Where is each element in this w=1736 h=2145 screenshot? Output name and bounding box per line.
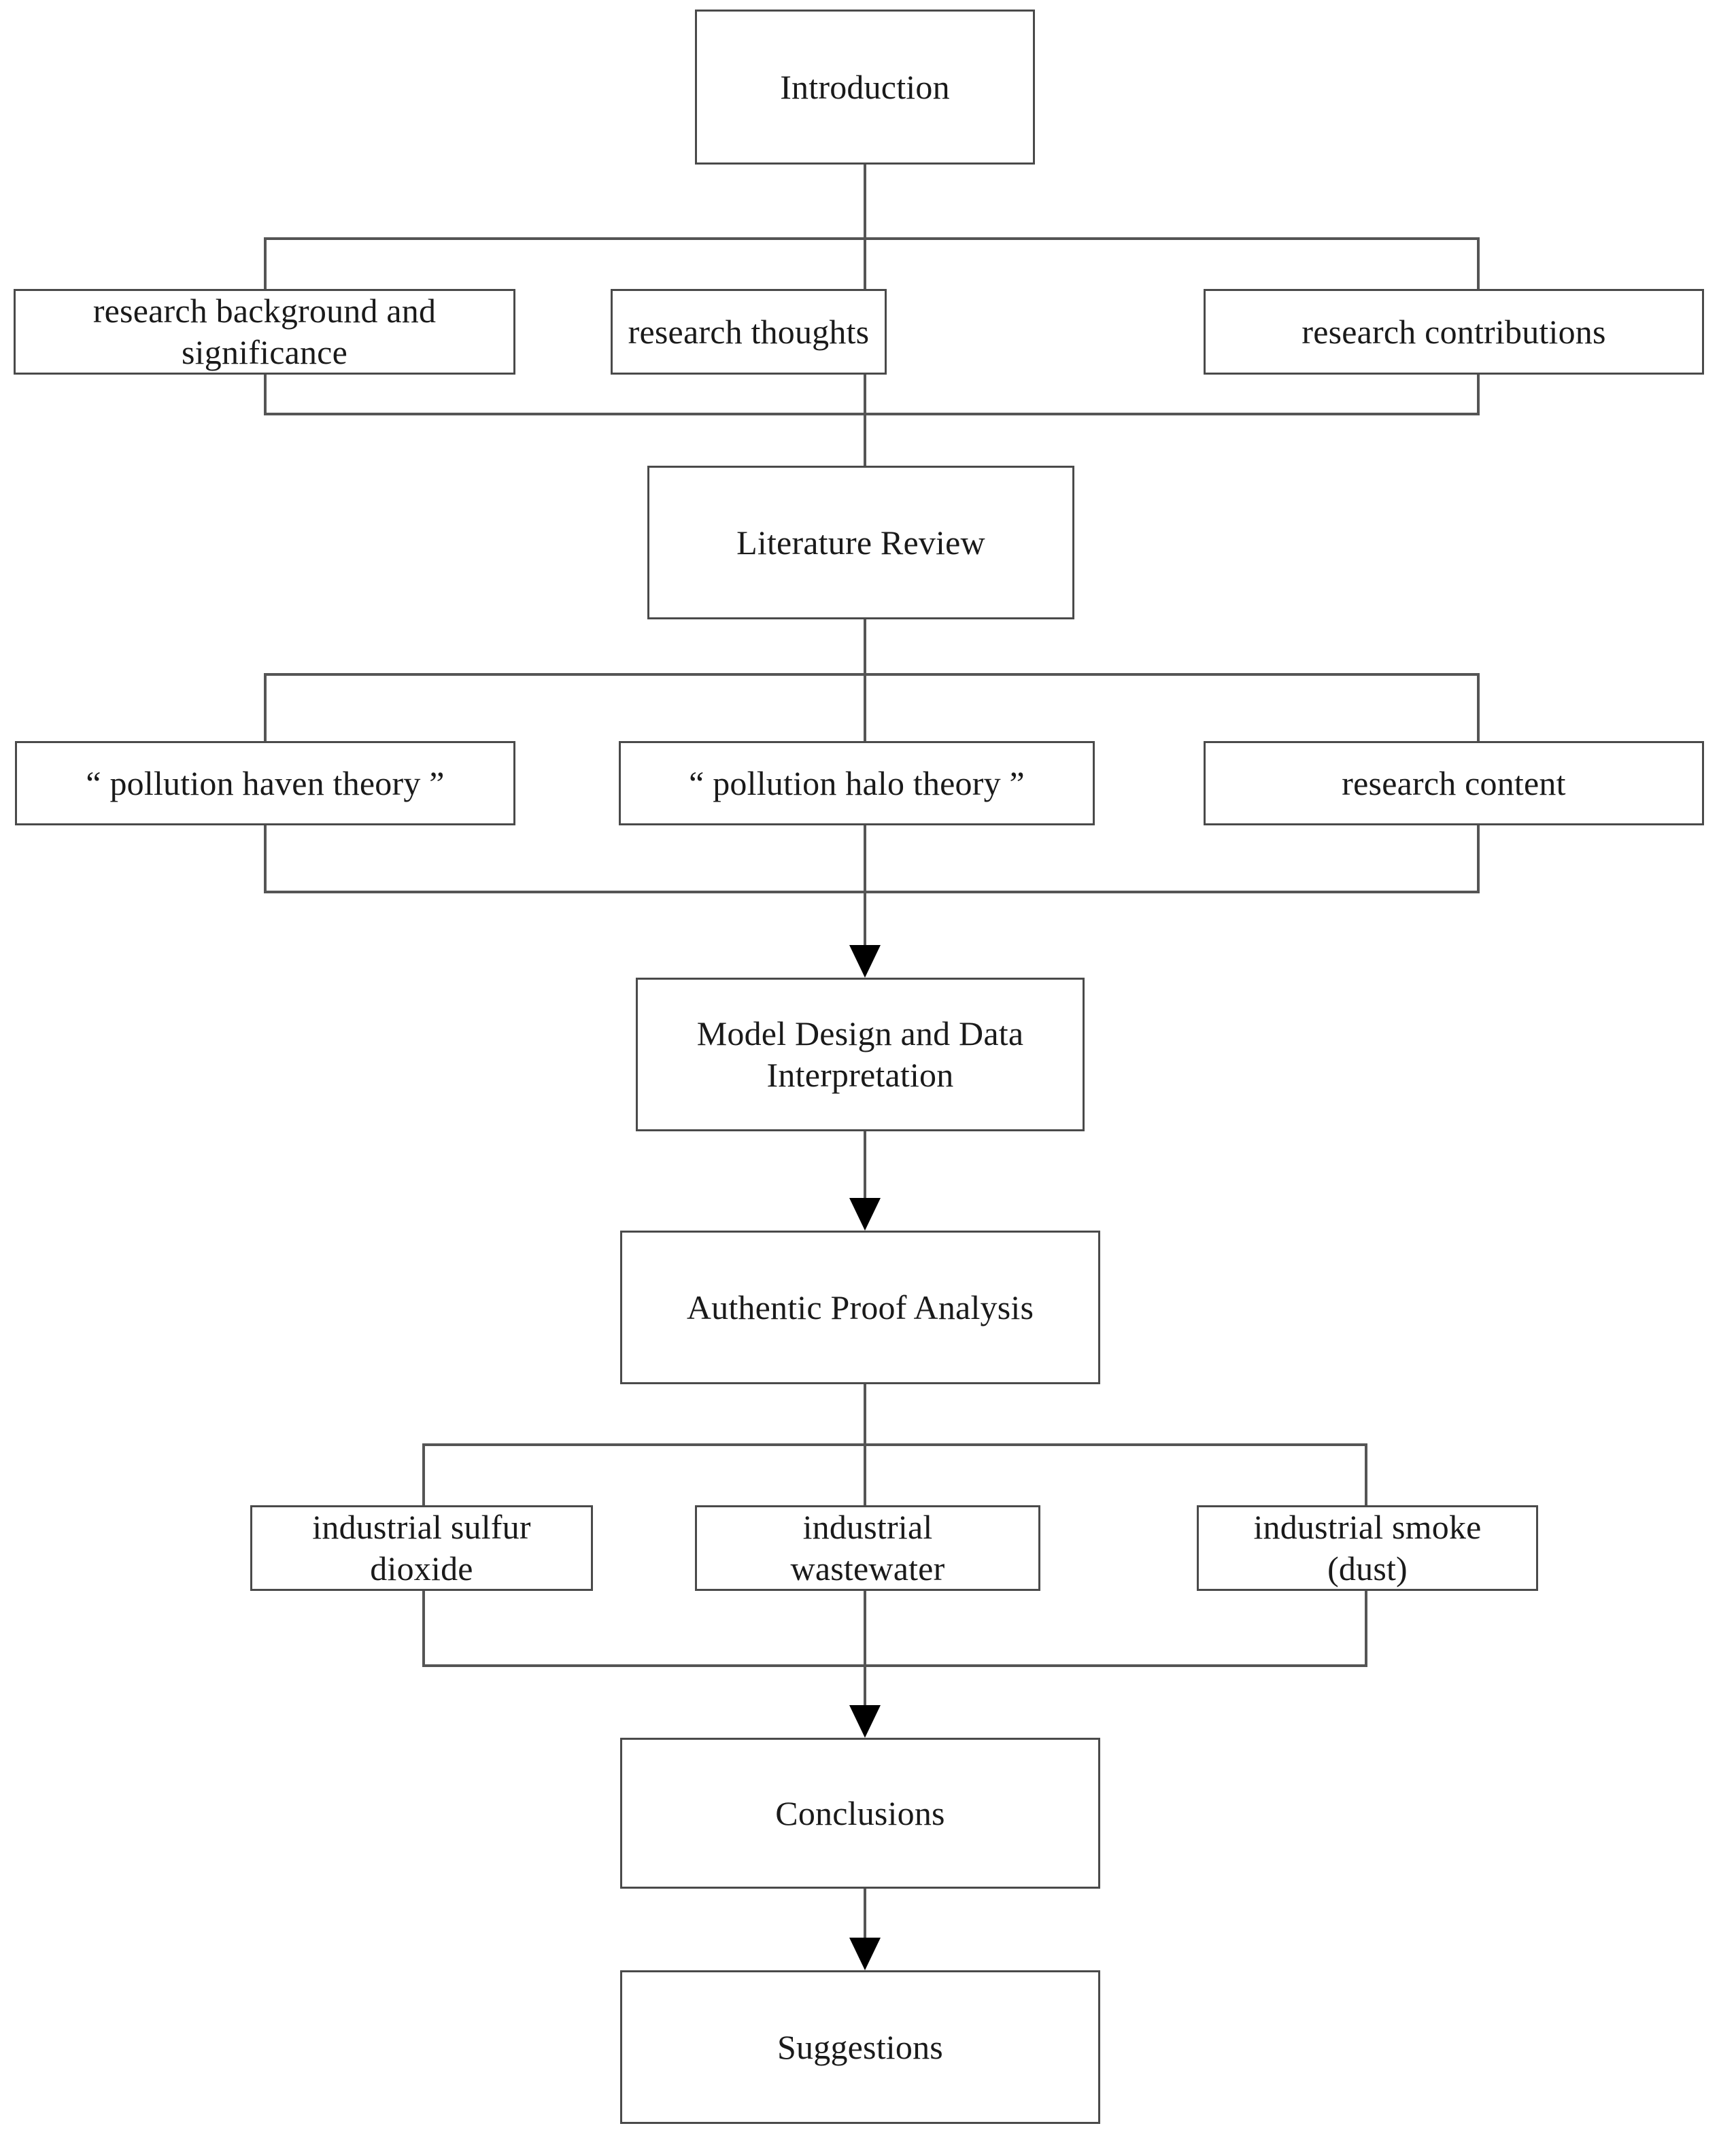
node-industrial-wastewater[interactable]: industrial wastewater bbox=[695, 1505, 1040, 1591]
node-research-thoughts[interactable]: research thoughts bbox=[611, 289, 887, 375]
node-pollution-halo-theory-label: “ pollution halo theory ” bbox=[689, 763, 1025, 802]
connector-center-row3-bottom bbox=[864, 1591, 866, 1667]
node-research-content-label: research content bbox=[1342, 763, 1566, 802]
connector-elbow-left-row3-top bbox=[422, 1443, 425, 1507]
arrowhead-to-suggestions bbox=[849, 1938, 881, 1970]
node-literature-review-label: Literature Review bbox=[736, 523, 985, 562]
node-suggestions[interactable]: Suggestions bbox=[620, 1970, 1100, 2124]
node-industrial-sulfur-dioxide-label: industrial sulfur dioxide bbox=[312, 1508, 531, 1588]
connector-elbow-left-row2-bottom bbox=[264, 825, 267, 893]
connector-bus-top-row1 bbox=[264, 237, 1480, 240]
node-industrial-smoke-dust-label: industrial smoke (dust) bbox=[1253, 1508, 1482, 1588]
node-model-design-label: Model Design and Data Interpretation bbox=[696, 1014, 1024, 1094]
connector-elbow-right-row3-top bbox=[1365, 1443, 1367, 1507]
connector-elbow-left-row1-top bbox=[264, 237, 267, 290]
node-industrial-smoke-dust[interactable]: industrial smoke (dust) bbox=[1197, 1505, 1538, 1591]
node-pollution-haven-theory-label: “ pollution haven theory ” bbox=[86, 763, 445, 802]
node-industrial-wastewater-label: industrial wastewater bbox=[790, 1508, 945, 1588]
node-suggestions-label: Suggestions bbox=[777, 2027, 943, 2066]
node-authentic-proof-analysis[interactable]: Authentic Proof Analysis bbox=[620, 1231, 1100, 1384]
connector-center-row2-bottom bbox=[864, 825, 866, 893]
connector-bus-top-row2 bbox=[264, 673, 1480, 676]
node-conclusions[interactable]: Conclusions bbox=[620, 1738, 1100, 1889]
connector-center-row2-top bbox=[864, 673, 866, 742]
node-research-background-label: research background and significance bbox=[92, 292, 437, 371]
connector-to-authentic-proof bbox=[864, 1131, 866, 1202]
node-research-contributions-label: research contributions bbox=[1301, 312, 1606, 351]
connector-center-row1-top bbox=[864, 237, 866, 290]
node-introduction-label: Introduction bbox=[780, 67, 950, 106]
node-literature-review[interactable]: Literature Review bbox=[647, 466, 1074, 619]
connector-introduction-stem bbox=[864, 165, 866, 239]
node-research-thoughts-label: research thoughts bbox=[628, 312, 870, 351]
connector-authentic-proof-stem bbox=[864, 1384, 866, 1445]
connector-elbow-left-row2-top bbox=[264, 673, 267, 742]
connector-center-row3-top bbox=[864, 1443, 866, 1507]
connector-elbow-right-row2-top bbox=[1477, 673, 1480, 742]
node-introduction[interactable]: Introduction bbox=[695, 10, 1035, 165]
node-research-background[interactable]: research background and significance bbox=[14, 289, 515, 375]
connector-to-conclusions bbox=[864, 1664, 866, 1708]
node-research-content[interactable]: research content bbox=[1204, 741, 1704, 825]
connector-to-suggestions bbox=[864, 1889, 866, 1942]
connector-bus-bottom-row1 bbox=[264, 413, 1480, 415]
node-conclusions-label: Conclusions bbox=[775, 1794, 945, 1832]
node-research-contributions[interactable]: research contributions bbox=[1204, 289, 1704, 375]
connector-to-literature-review bbox=[864, 413, 866, 467]
node-pollution-haven-theory[interactable]: “ pollution haven theory ” bbox=[15, 741, 515, 825]
connector-bus-top-row3 bbox=[422, 1443, 1367, 1446]
node-model-design[interactable]: Model Design and Data Interpretation bbox=[636, 978, 1085, 1131]
node-industrial-sulfur-dioxide[interactable]: industrial sulfur dioxide bbox=[250, 1505, 593, 1591]
node-authentic-proof-analysis-label: Authentic Proof Analysis bbox=[686, 1288, 1034, 1326]
connector-elbow-right-row2-bottom bbox=[1477, 825, 1480, 893]
connector-elbow-right-row1-bottom bbox=[1477, 375, 1480, 415]
connector-elbow-left-row3-bottom bbox=[422, 1591, 425, 1667]
node-pollution-halo-theory[interactable]: “ pollution halo theory ” bbox=[619, 741, 1095, 825]
connector-center-row1-bottom bbox=[864, 375, 866, 415]
connector-bus-bottom-row2 bbox=[264, 891, 1480, 893]
connector-literature-review-stem bbox=[864, 619, 866, 675]
connector-bus-bottom-row3 bbox=[422, 1664, 1367, 1667]
arrowhead-to-conclusions bbox=[849, 1705, 881, 1738]
connector-elbow-right-row1-top bbox=[1477, 237, 1480, 290]
connector-to-model-design bbox=[864, 891, 866, 950]
arrowhead-to-authentic-proof bbox=[849, 1198, 881, 1231]
connector-elbow-left-row1-bottom bbox=[264, 375, 267, 415]
arrowhead-to-model-design bbox=[849, 945, 881, 978]
connector-elbow-right-row3-bottom bbox=[1365, 1591, 1367, 1667]
